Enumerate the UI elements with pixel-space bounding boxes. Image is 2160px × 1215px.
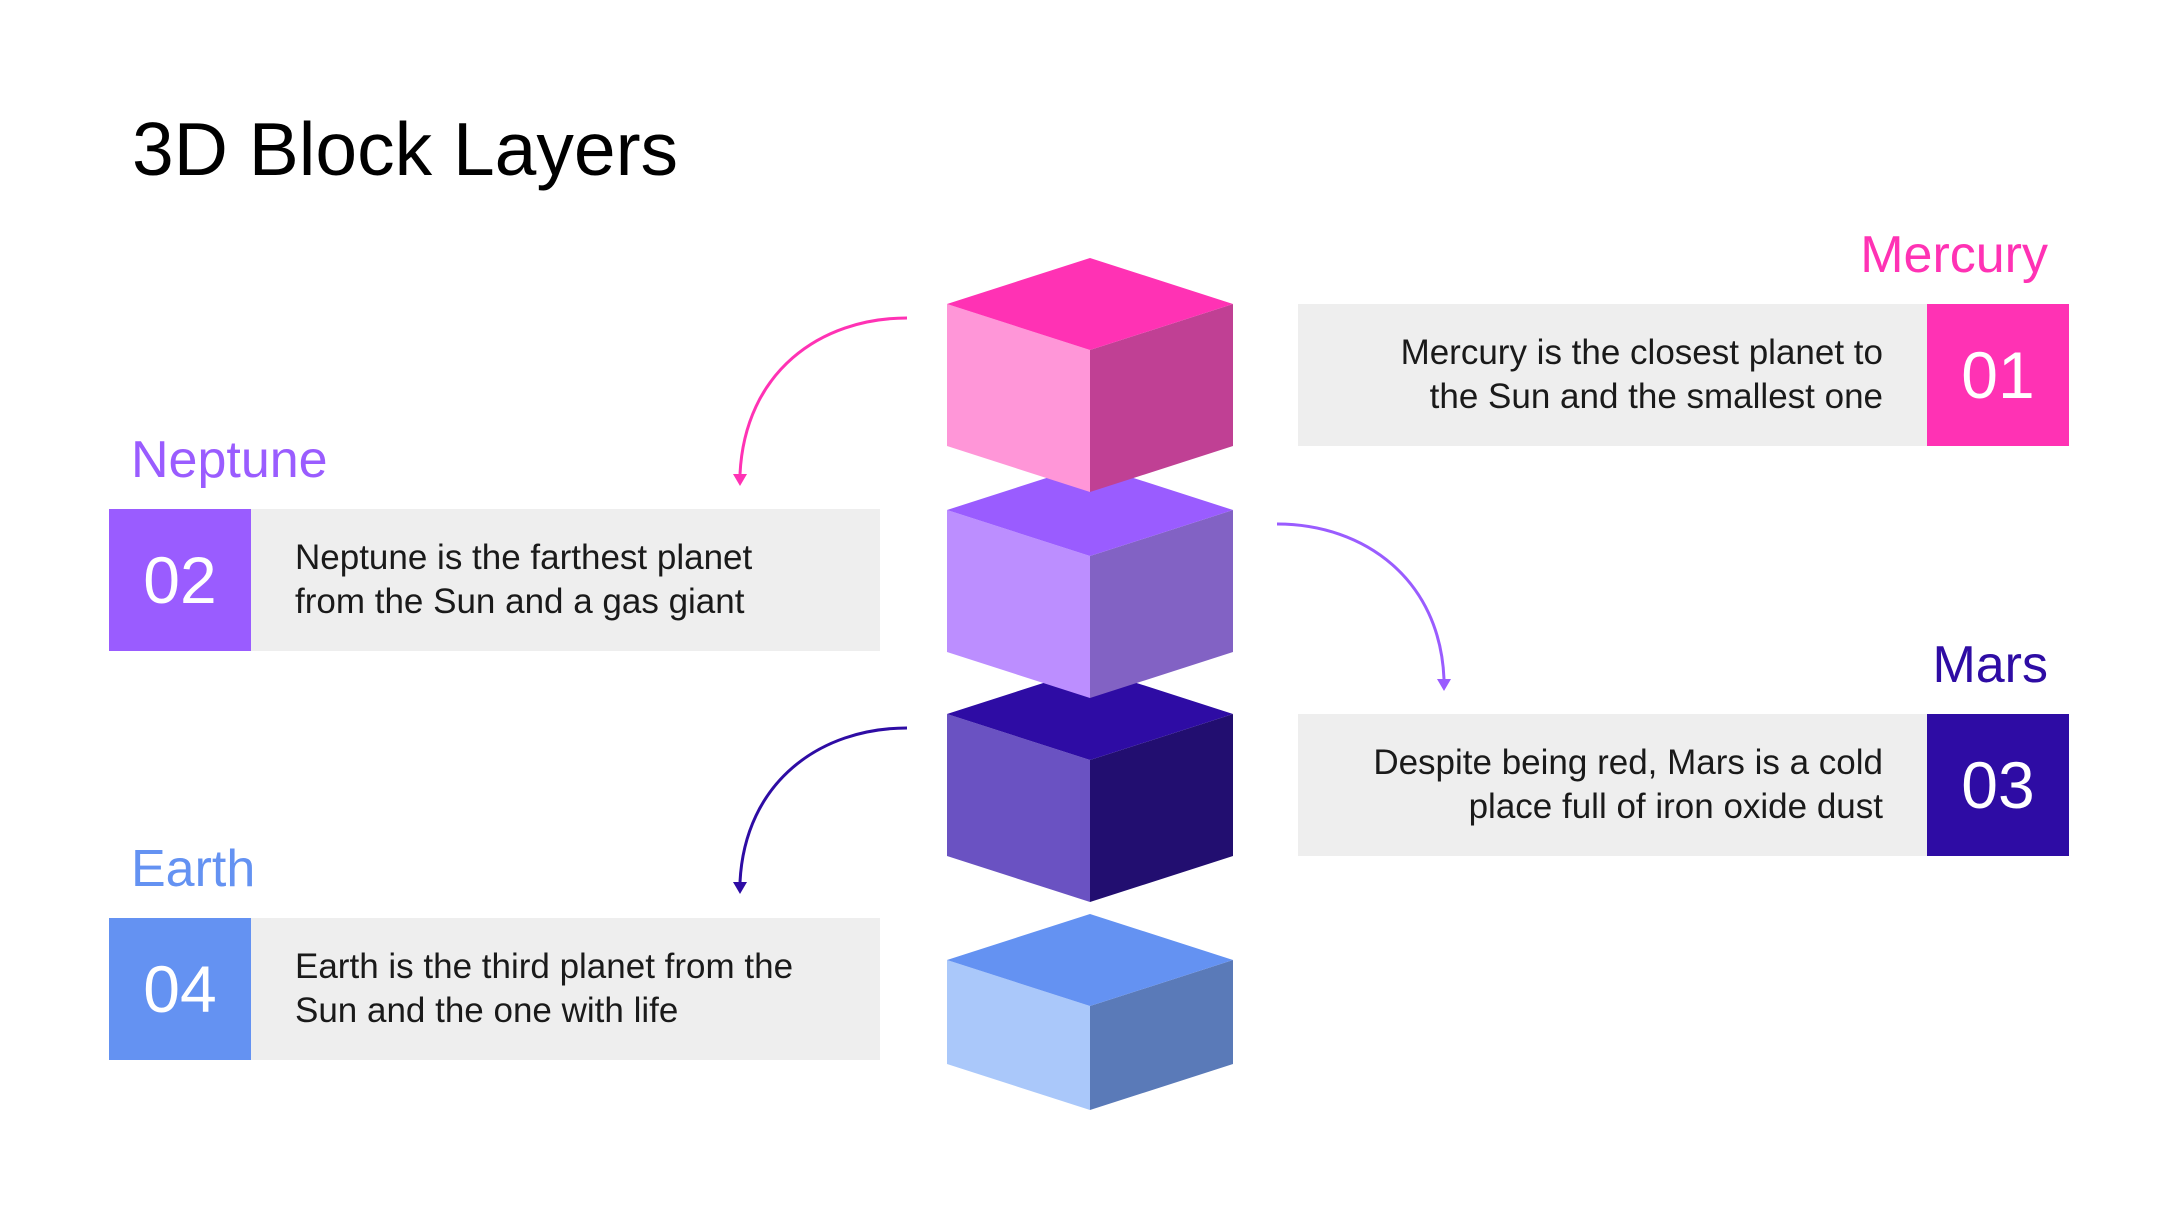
neptune-card: 02 Neptune is the farthest planet from t… xyxy=(109,509,880,651)
earth-description: Earth is the third planet from the Sun a… xyxy=(295,918,855,1060)
mercury-number: 01 xyxy=(1927,304,2069,446)
mercury-card: Mercury is the closest planet to the Sun… xyxy=(1298,304,2069,446)
block-neptune xyxy=(947,464,1233,698)
slide-title: 3D Block Layers xyxy=(132,107,679,191)
earth-heading: Earth xyxy=(131,840,256,898)
mercury-text-line-1: Mercury is the closest planet to xyxy=(1400,333,1883,372)
mars-text-line-1: Despite being red, Mars is a cold xyxy=(1373,743,1883,782)
earth-text-line-1: Earth is the third planet from the xyxy=(295,947,794,986)
block-earth xyxy=(947,914,1233,1110)
mars-heading: Mars xyxy=(1932,636,2048,694)
mercury-description: Mercury is the closest planet to the Sun… xyxy=(1338,304,1883,446)
earth-card: 04 Earth is the third planet from the Su… xyxy=(109,918,880,1060)
mercury-text-line-2: the Sun and the smallest one xyxy=(1429,377,1883,416)
neptune-heading: Neptune xyxy=(131,431,328,489)
block-mars xyxy=(947,668,1233,902)
neptune-number: 02 xyxy=(109,509,251,651)
earth-number: 04 xyxy=(109,918,251,1060)
block-mercury xyxy=(947,258,1233,492)
mercury-heading: Mercury xyxy=(1860,226,2048,284)
neptune-text-line-2: from the Sun and a gas giant xyxy=(295,582,745,621)
neptune-description: Neptune is the farthest planet from the … xyxy=(295,509,855,651)
neptune-text-line-1: Neptune is the farthest planet xyxy=(295,538,753,577)
earth-text-line-2: Sun and the one with life xyxy=(295,991,679,1030)
mars-text-line-2: place full of iron oxide dust xyxy=(1468,787,1883,826)
mars-description: Despite being red, Mars is a cold place … xyxy=(1338,714,1883,856)
mars-card: Despite being red, Mars is a cold place … xyxy=(1298,714,2069,856)
mars-number: 03 xyxy=(1927,714,2069,856)
